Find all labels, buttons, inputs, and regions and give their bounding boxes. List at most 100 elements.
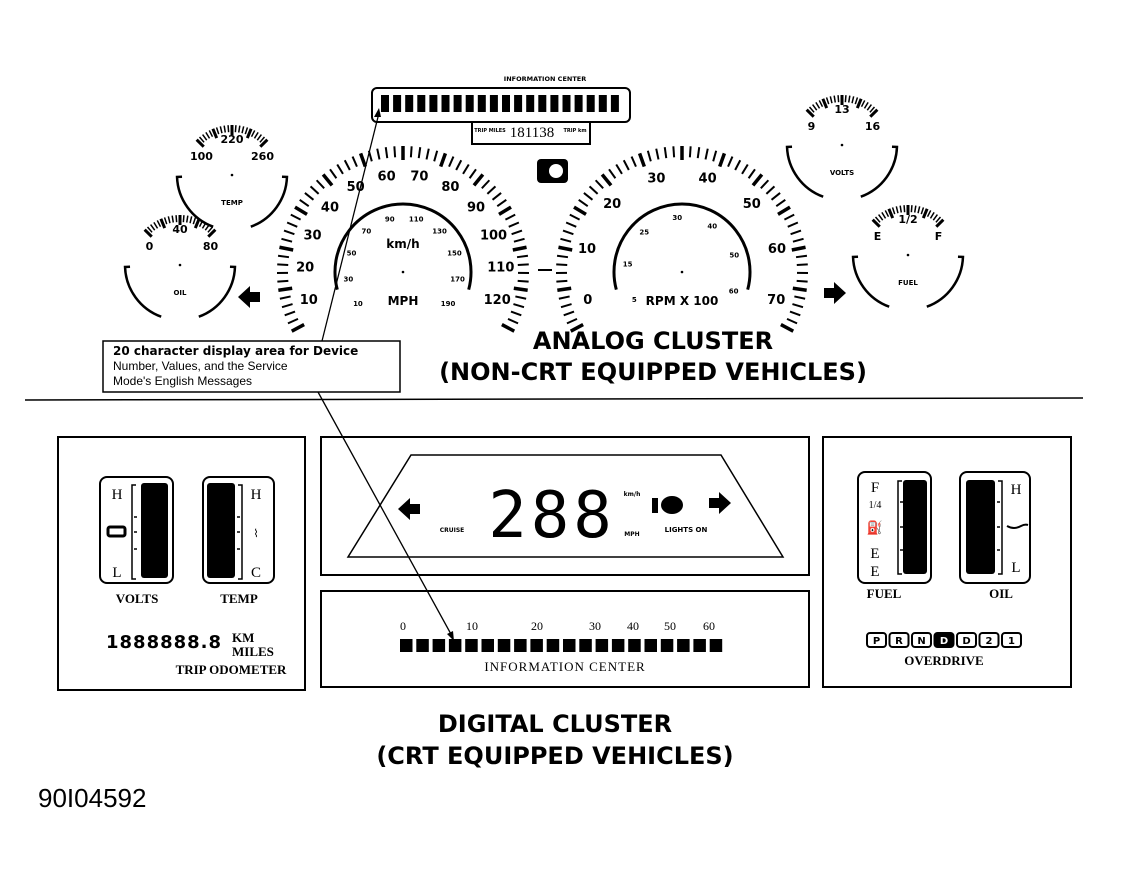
- gauge-tick: [481, 179, 491, 189]
- gauge-tick: [837, 95, 840, 103]
- gauge-tick: [866, 104, 872, 111]
- gauge-tick: [860, 100, 866, 108]
- gauge-tick: [770, 192, 781, 201]
- display-segment: [441, 95, 450, 112]
- gauge-tick: [926, 210, 932, 218]
- gauge-tick: [468, 168, 477, 179]
- gauge-tick: [384, 147, 389, 159]
- gauge-label: 50: [347, 249, 357, 257]
- leader-arrow-top: [374, 108, 381, 117]
- gauge-tick: [751, 173, 764, 187]
- gauge-tick: [513, 303, 525, 309]
- headlight-beam-icon: [652, 498, 658, 513]
- gauge-tick: [515, 295, 527, 300]
- gauge-tick: [143, 228, 153, 238]
- kmh-label: km/h: [386, 237, 419, 251]
- rpm-label: RPM X 100: [646, 294, 719, 308]
- gauge-tick: [250, 130, 256, 138]
- callout-line-2: Number, Values, and the Service: [113, 359, 288, 373]
- gauge-tick: [498, 205, 512, 216]
- digital-cluster: H L VOLTS H ⌇ C TEMP 1888888.8 KM MILES …: [57, 436, 1072, 770]
- gauge-tick: [558, 245, 573, 252]
- display-segment: [381, 95, 389, 112]
- gauge-tick: [569, 323, 584, 333]
- digital-volts-gauge: H L VOLTS: [99, 476, 174, 606]
- gauge-label: 220: [221, 133, 244, 146]
- gauge-tick: [315, 179, 325, 189]
- gauge-tick: [329, 168, 338, 179]
- gauge-tick: [747, 168, 756, 179]
- gauge-tick: [516, 254, 529, 259]
- gauge-tick: [163, 217, 168, 225]
- temp-label: TEMP: [220, 591, 258, 606]
- gauge-label: 30: [303, 228, 321, 243]
- gauge-label: 40: [172, 223, 188, 236]
- bar-segment: [660, 639, 674, 652]
- gauge-tick: [245, 128, 253, 139]
- gauge-tick: [895, 206, 899, 214]
- gauge-label: 110: [487, 260, 514, 275]
- gauge-tick: [825, 97, 830, 105]
- gauge-tick: [787, 221, 799, 228]
- display-segment: [538, 95, 547, 112]
- headlight-icon: [661, 496, 683, 514]
- speed-panel: [320, 436, 810, 576]
- gauge-tick: [455, 159, 463, 171]
- gauge-tick: [208, 130, 214, 138]
- gauge-tick: [192, 217, 197, 225]
- gauge-label: 20: [603, 197, 621, 212]
- gauge-tick: [829, 96, 833, 104]
- fuel-mark: F: [871, 480, 879, 496]
- gauge-tick: [513, 286, 528, 292]
- gauge-label: 10: [578, 242, 596, 257]
- gauge-label: 90: [385, 215, 395, 223]
- gauge-tick: [256, 134, 262, 141]
- gauge-label: 50: [743, 197, 761, 212]
- gauge-tick: [201, 221, 207, 229]
- gauge-tick: [792, 303, 804, 309]
- digital-temp-gauge: H ⌇ C TEMP: [202, 476, 275, 606]
- gauge-tick: [510, 310, 522, 317]
- scale-label: 40: [627, 619, 639, 633]
- gauge-tick: [462, 164, 470, 175]
- gauge-tick: [486, 185, 497, 195]
- bar-segment: [611, 639, 625, 652]
- gauge-tick: [277, 279, 289, 283]
- gauge-label: 90: [467, 201, 485, 216]
- gauge-tick: [851, 96, 855, 104]
- fuel-pump-icon: ⛽: [867, 520, 883, 535]
- gauge-label: 150: [447, 249, 462, 257]
- gauge-tick: [565, 221, 577, 228]
- gauge-tick: [159, 218, 167, 229]
- display-segment: [526, 95, 535, 112]
- scale-label: 10: [466, 619, 478, 633]
- gauge-tick: [869, 106, 876, 113]
- gear-label: N: [917, 636, 925, 647]
- gauge-label: 260: [251, 150, 274, 163]
- gauge-tick: [780, 323, 795, 333]
- mph-label: MPH: [388, 294, 419, 308]
- gauge-tick: [351, 156, 358, 168]
- gauge-tick: [608, 168, 617, 179]
- gauge-tick: [283, 229, 295, 236]
- gauge-tick: [253, 131, 259, 139]
- gauge-tick: [227, 125, 230, 133]
- volts-label: VOLTS: [116, 591, 159, 606]
- gauge-tick: [884, 210, 890, 218]
- info-center-label: INFORMATION CENTER: [504, 75, 586, 83]
- bar-segment: [416, 639, 429, 652]
- gauge-tick: [637, 152, 646, 168]
- gauge-pivot: [178, 263, 182, 267]
- gauge-label: E: [874, 230, 882, 243]
- bar-segment: [546, 639, 560, 652]
- gauge-tick: [871, 218, 881, 228]
- gauge-tick: [237, 125, 241, 133]
- gauge-tick: [630, 156, 637, 168]
- fuel-mark: 1/4: [869, 500, 882, 511]
- display-segment: [514, 95, 523, 112]
- gauge-tick: [241, 126, 245, 134]
- gauge-label: 70: [362, 228, 372, 236]
